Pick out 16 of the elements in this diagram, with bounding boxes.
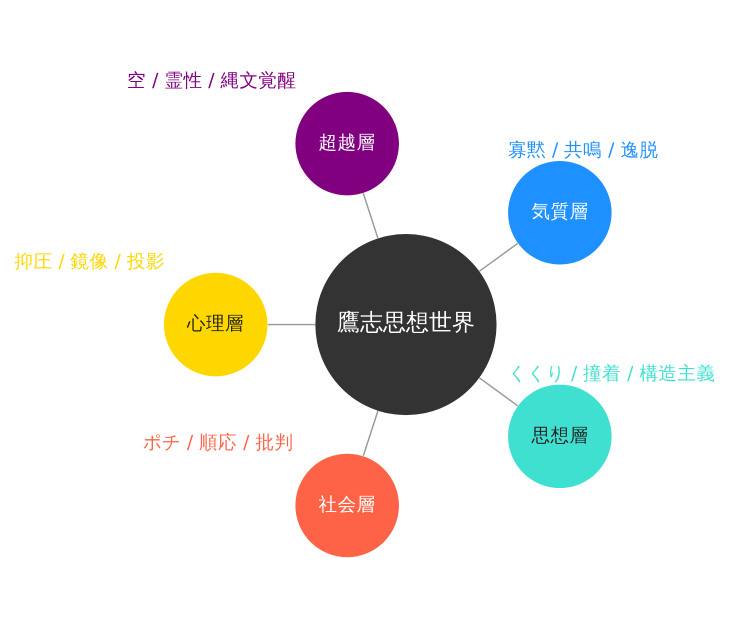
- node-circle: 超越層: [295, 91, 399, 195]
- node-label: くくり / 撞着 / 構造主義: [508, 362, 716, 384]
- connector: [362, 192, 379, 238]
- node-circle: 気質層: [508, 160, 612, 264]
- node-label: 抑圧 / 鏡像 / 投影: [14, 251, 165, 272]
- node-label: ポチ / 順応 / 批判: [142, 432, 294, 454]
- node-label: 空 / 霊性 / 縄文覚醒: [127, 70, 297, 92]
- node-circle: 思想層: [508, 384, 612, 488]
- connector: [478, 376, 518, 406]
- connector: [478, 242, 518, 272]
- node-circle: 社会層: [295, 453, 399, 557]
- node-circle: 鷹志思想世界: [315, 233, 497, 415]
- node-circle: 心理層: [164, 272, 268, 376]
- node-label: 寡黙 / 共鳴 / 逸脱: [508, 139, 658, 160]
- connector: [362, 410, 379, 456]
- connector: [268, 323, 316, 325]
